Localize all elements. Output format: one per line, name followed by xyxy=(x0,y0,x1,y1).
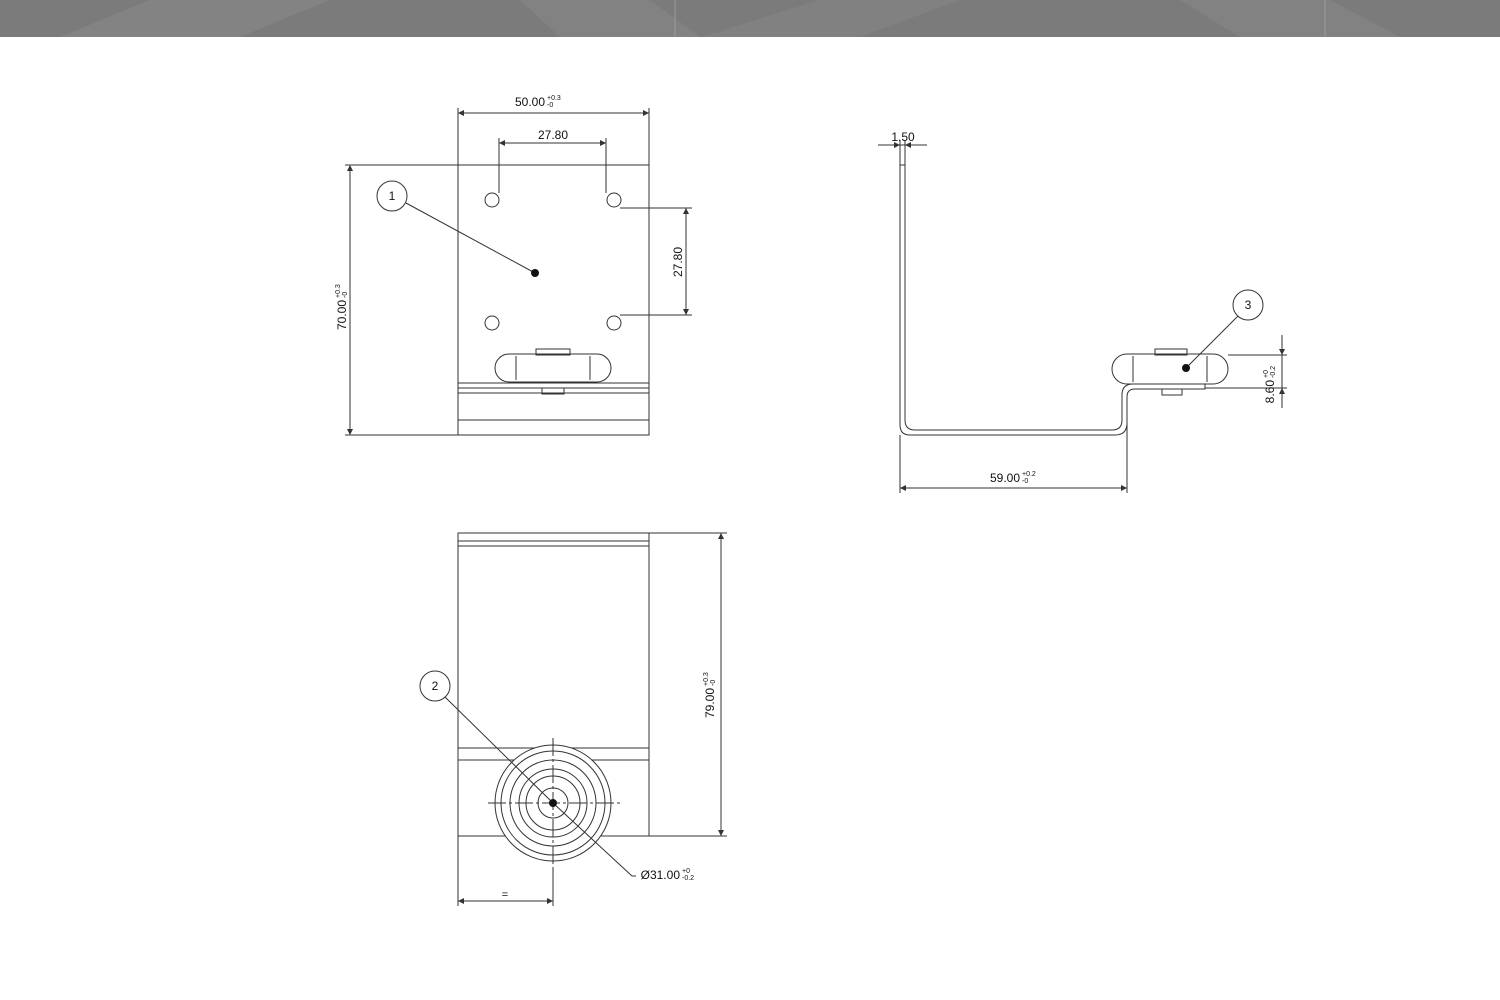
front-view xyxy=(345,108,692,436)
mounting-hole xyxy=(484,192,500,208)
side-length-tol-upper: +0.2 xyxy=(1022,471,1036,478)
front-plate-outline xyxy=(457,164,650,436)
side-length-tol-lower: -0 xyxy=(1022,478,1028,485)
bottom-height-dim: 79.00 xyxy=(703,688,717,718)
front-height-tol-lower: -0 xyxy=(342,292,349,298)
mounting-hole xyxy=(606,315,622,331)
dimension-labels: 50.00 +0.3 -0 27.80 27.80 70.00 +0.3 -0 … xyxy=(335,95,1277,901)
bottom-view xyxy=(419,532,727,906)
side-offset-tol-lower: -0.2 xyxy=(1270,366,1277,378)
bottom-equal-mark: = xyxy=(502,889,508,901)
front-width-tol-upper: +0.3 xyxy=(547,95,561,102)
front-wheel-hub xyxy=(535,348,571,356)
mounting-hole xyxy=(484,315,500,331)
balloon-1-circle xyxy=(376,180,408,212)
balloon-3-leader xyxy=(1185,315,1239,369)
balloon-3-circle xyxy=(1232,289,1264,321)
side-bracket-profile xyxy=(899,164,1206,436)
bottom-height-tol-lower: -0 xyxy=(710,680,717,686)
header-facet xyxy=(1180,0,1400,37)
front-height-dim: 70.00 xyxy=(335,300,349,330)
balloon-1-label: 1 xyxy=(389,189,396,203)
side-thickness-dim: 1.50 xyxy=(891,130,915,144)
bottom-diameter-tol-lower: -0.2 xyxy=(682,875,694,882)
bottom-height-tol-upper: +0.3 xyxy=(703,672,710,686)
bottom-diameter-tol-upper: +0 xyxy=(682,868,690,875)
front-height-tol-upper: +0.3 xyxy=(335,284,342,298)
mounting-hole xyxy=(606,192,622,208)
header-band xyxy=(0,0,1500,37)
header-facet xyxy=(700,0,960,37)
front-hole-v-dim: 27.80 xyxy=(671,247,685,277)
side-wheel xyxy=(1111,353,1229,385)
side-offset-tol-upper: +0 xyxy=(1263,370,1270,378)
balloon-2-target xyxy=(549,799,557,807)
balloon-1-leader xyxy=(405,202,536,274)
bottom-diameter-leader xyxy=(552,802,633,877)
drawing-geometry xyxy=(345,108,1287,906)
balloon-3-label: 3 xyxy=(1245,298,1252,312)
balloon-2-leader xyxy=(444,696,554,804)
front-width-dim: 50.00 xyxy=(515,95,545,109)
balloon-2-label: 2 xyxy=(432,679,439,693)
front-axle-nut xyxy=(541,387,565,395)
balloon-3-target xyxy=(1182,364,1190,372)
side-axle-nut xyxy=(1161,388,1183,396)
header-facet xyxy=(60,0,330,37)
balloon-1-target xyxy=(531,269,539,277)
side-offset-dim: 8.60 xyxy=(1263,380,1277,404)
side-length-dim: 59.00 xyxy=(990,471,1020,485)
side-view xyxy=(878,140,1287,493)
bottom-diameter-dim: Ø31.00 xyxy=(641,868,681,882)
side-wheel-hub xyxy=(1154,348,1188,356)
balloon-2-circle xyxy=(419,670,451,702)
header-facet xyxy=(520,0,700,37)
front-wheel xyxy=(494,353,612,383)
front-hole-h-dim: 27.80 xyxy=(538,128,568,142)
front-width-tol-lower: -0 xyxy=(547,102,553,109)
